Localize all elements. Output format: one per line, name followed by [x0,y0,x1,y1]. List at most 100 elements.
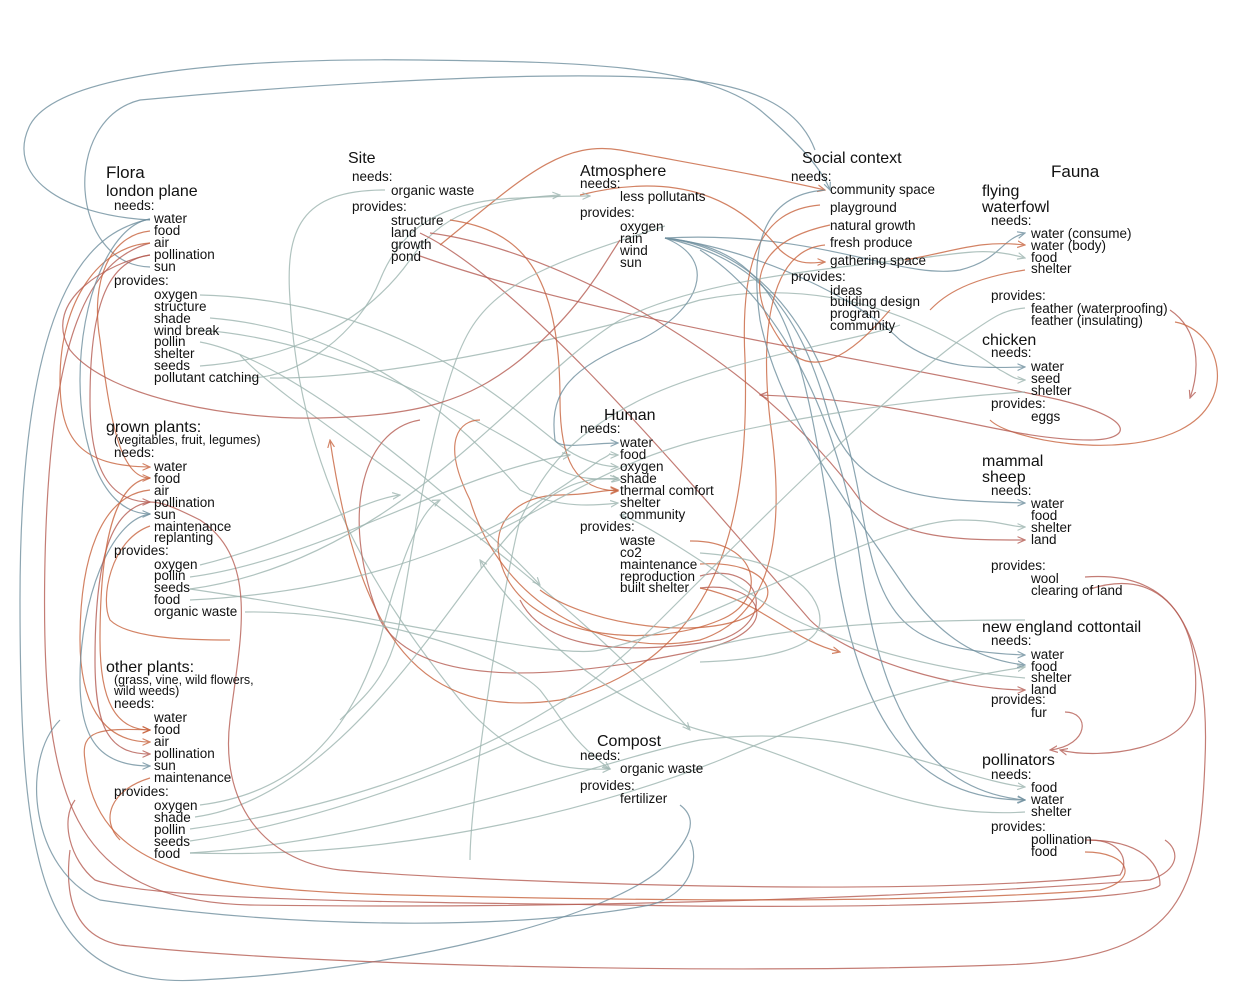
connector-line [189,619,1026,842]
social-provide: building design [830,294,920,309]
sheep-title: mammal [982,453,1043,470]
social-need: gathering space [830,253,926,268]
social-need: community space [830,182,935,197]
other-plants-title: other plants: [106,659,194,676]
other-plants-need: water [153,710,188,725]
other-plants-note: (grass, vine, wild flowers, [114,673,254,687]
connector-line [239,354,690,730]
chicken-need: water [1030,359,1065,374]
connector-line [194,479,620,818]
london-plane-provide: oxygen [154,287,198,302]
site-provide: growth [391,237,432,252]
social-context-section: Social context needs: community space pl… [791,150,935,333]
sheep-need: water [1030,496,1065,511]
grown-plants-need: food [154,471,180,486]
london-plane-need: food [154,223,180,238]
grown-plants-note: (vegitables, fruit, legumes) [114,433,261,447]
connector-line [189,251,1025,590]
connector-line [84,75,816,268]
connector-line [288,189,610,769]
connector-line [109,777,151,841]
connector-line [989,321,1218,446]
connector-line [67,799,1161,907]
human-provide: co2 [620,545,642,560]
sheep-need: food [1031,508,1057,523]
connector-line [23,59,830,221]
connector-line [67,583,1207,970]
grown-plants-need: air [154,483,170,498]
connector-line [454,244,826,645]
connector-line [1060,575,1197,754]
cottontail-need: water [1030,647,1065,662]
other-plants-provide: oxygen [154,798,198,813]
connector-line [330,204,821,704]
social-provide: program [830,306,880,321]
site-provide: structure [391,213,444,228]
london-plane-provide: pollin [154,334,186,349]
site-title: Site [348,150,376,167]
other-plants-provides-label: provides: [114,784,169,799]
london-plane-provide: shelter [154,346,195,361]
london-plane-need: sun [154,259,176,274]
pollinators-provide: pollination [1031,832,1092,847]
human-need: shelter [620,495,661,510]
connector-line [79,218,150,514]
human-provide: maintenance [620,557,697,572]
human-provide: waste [619,533,655,548]
cottontail-provide: fur [1031,705,1047,720]
chicken-provide: eggs [1031,409,1061,424]
human-needs-label: needs: [580,421,621,436]
connector-line [339,225,666,721]
connector-line [358,419,758,674]
connector-line [699,587,840,652]
flora-section: Flora london plane needs: water food air… [106,163,261,861]
pollinators-needs-label: needs: [991,767,1032,782]
connector-line [519,572,757,649]
london-plane-needs-label: needs: [114,198,155,213]
waterfowl-title: flying [982,183,1019,200]
connector-line [449,219,618,491]
connector-line [199,294,618,467]
grown-plants-provide: seeds [154,580,190,595]
social-needs-label: needs: [791,169,832,184]
other-plants-need: food [154,722,180,737]
human-need: water [619,435,654,450]
connector-line [149,501,1125,888]
connector-line [43,242,1176,907]
human-provide: reproduction [620,569,695,584]
london-plane-provide: pollutant catching [154,370,259,385]
atmosphere-needs-label: needs: [580,176,621,191]
compost-provides-label: provides: [580,778,635,793]
waterfowl-title: waterfowl [981,199,1050,216]
connector-line [96,230,150,478]
connector-line [756,189,1025,665]
site-provide: pond [391,249,421,264]
atmosphere-title: Atmosphere [580,163,666,180]
grown-plants-provide: pollin [154,568,186,583]
social-provides-label: provides: [791,269,846,284]
connector-line [199,195,560,367]
chicken-need: seed [1031,371,1060,386]
sheep-title: sheep [982,469,1026,486]
social-need: fresh produce [830,235,913,250]
pollinators-need: food [1031,780,1057,795]
connector-line [759,224,891,363]
compost-need: organic waste [620,761,703,776]
human-provide: built shelter [620,580,690,595]
sheep-provide: wool [1030,571,1059,586]
connector-line [1050,711,1083,750]
other-plants-need: air [154,734,170,749]
grown-plants-needs-label: needs: [114,445,155,460]
grown-plants-need: maintenance [154,519,231,534]
london-plane-provides-label: provides: [114,273,169,288]
other-plants-provide: seeds [154,834,190,849]
pollinators-title: pollinators [982,752,1055,769]
human-title: Human [604,407,656,424]
london-plane-need: pollination [154,247,215,262]
grown-plants-provide: organic waste [154,604,237,619]
social-need: playground [830,200,897,215]
connector-line [699,552,821,663]
pollinators-need: water [1030,792,1065,807]
sheep-needs-label: needs: [991,483,1032,498]
london-plane-need: water [153,211,188,226]
